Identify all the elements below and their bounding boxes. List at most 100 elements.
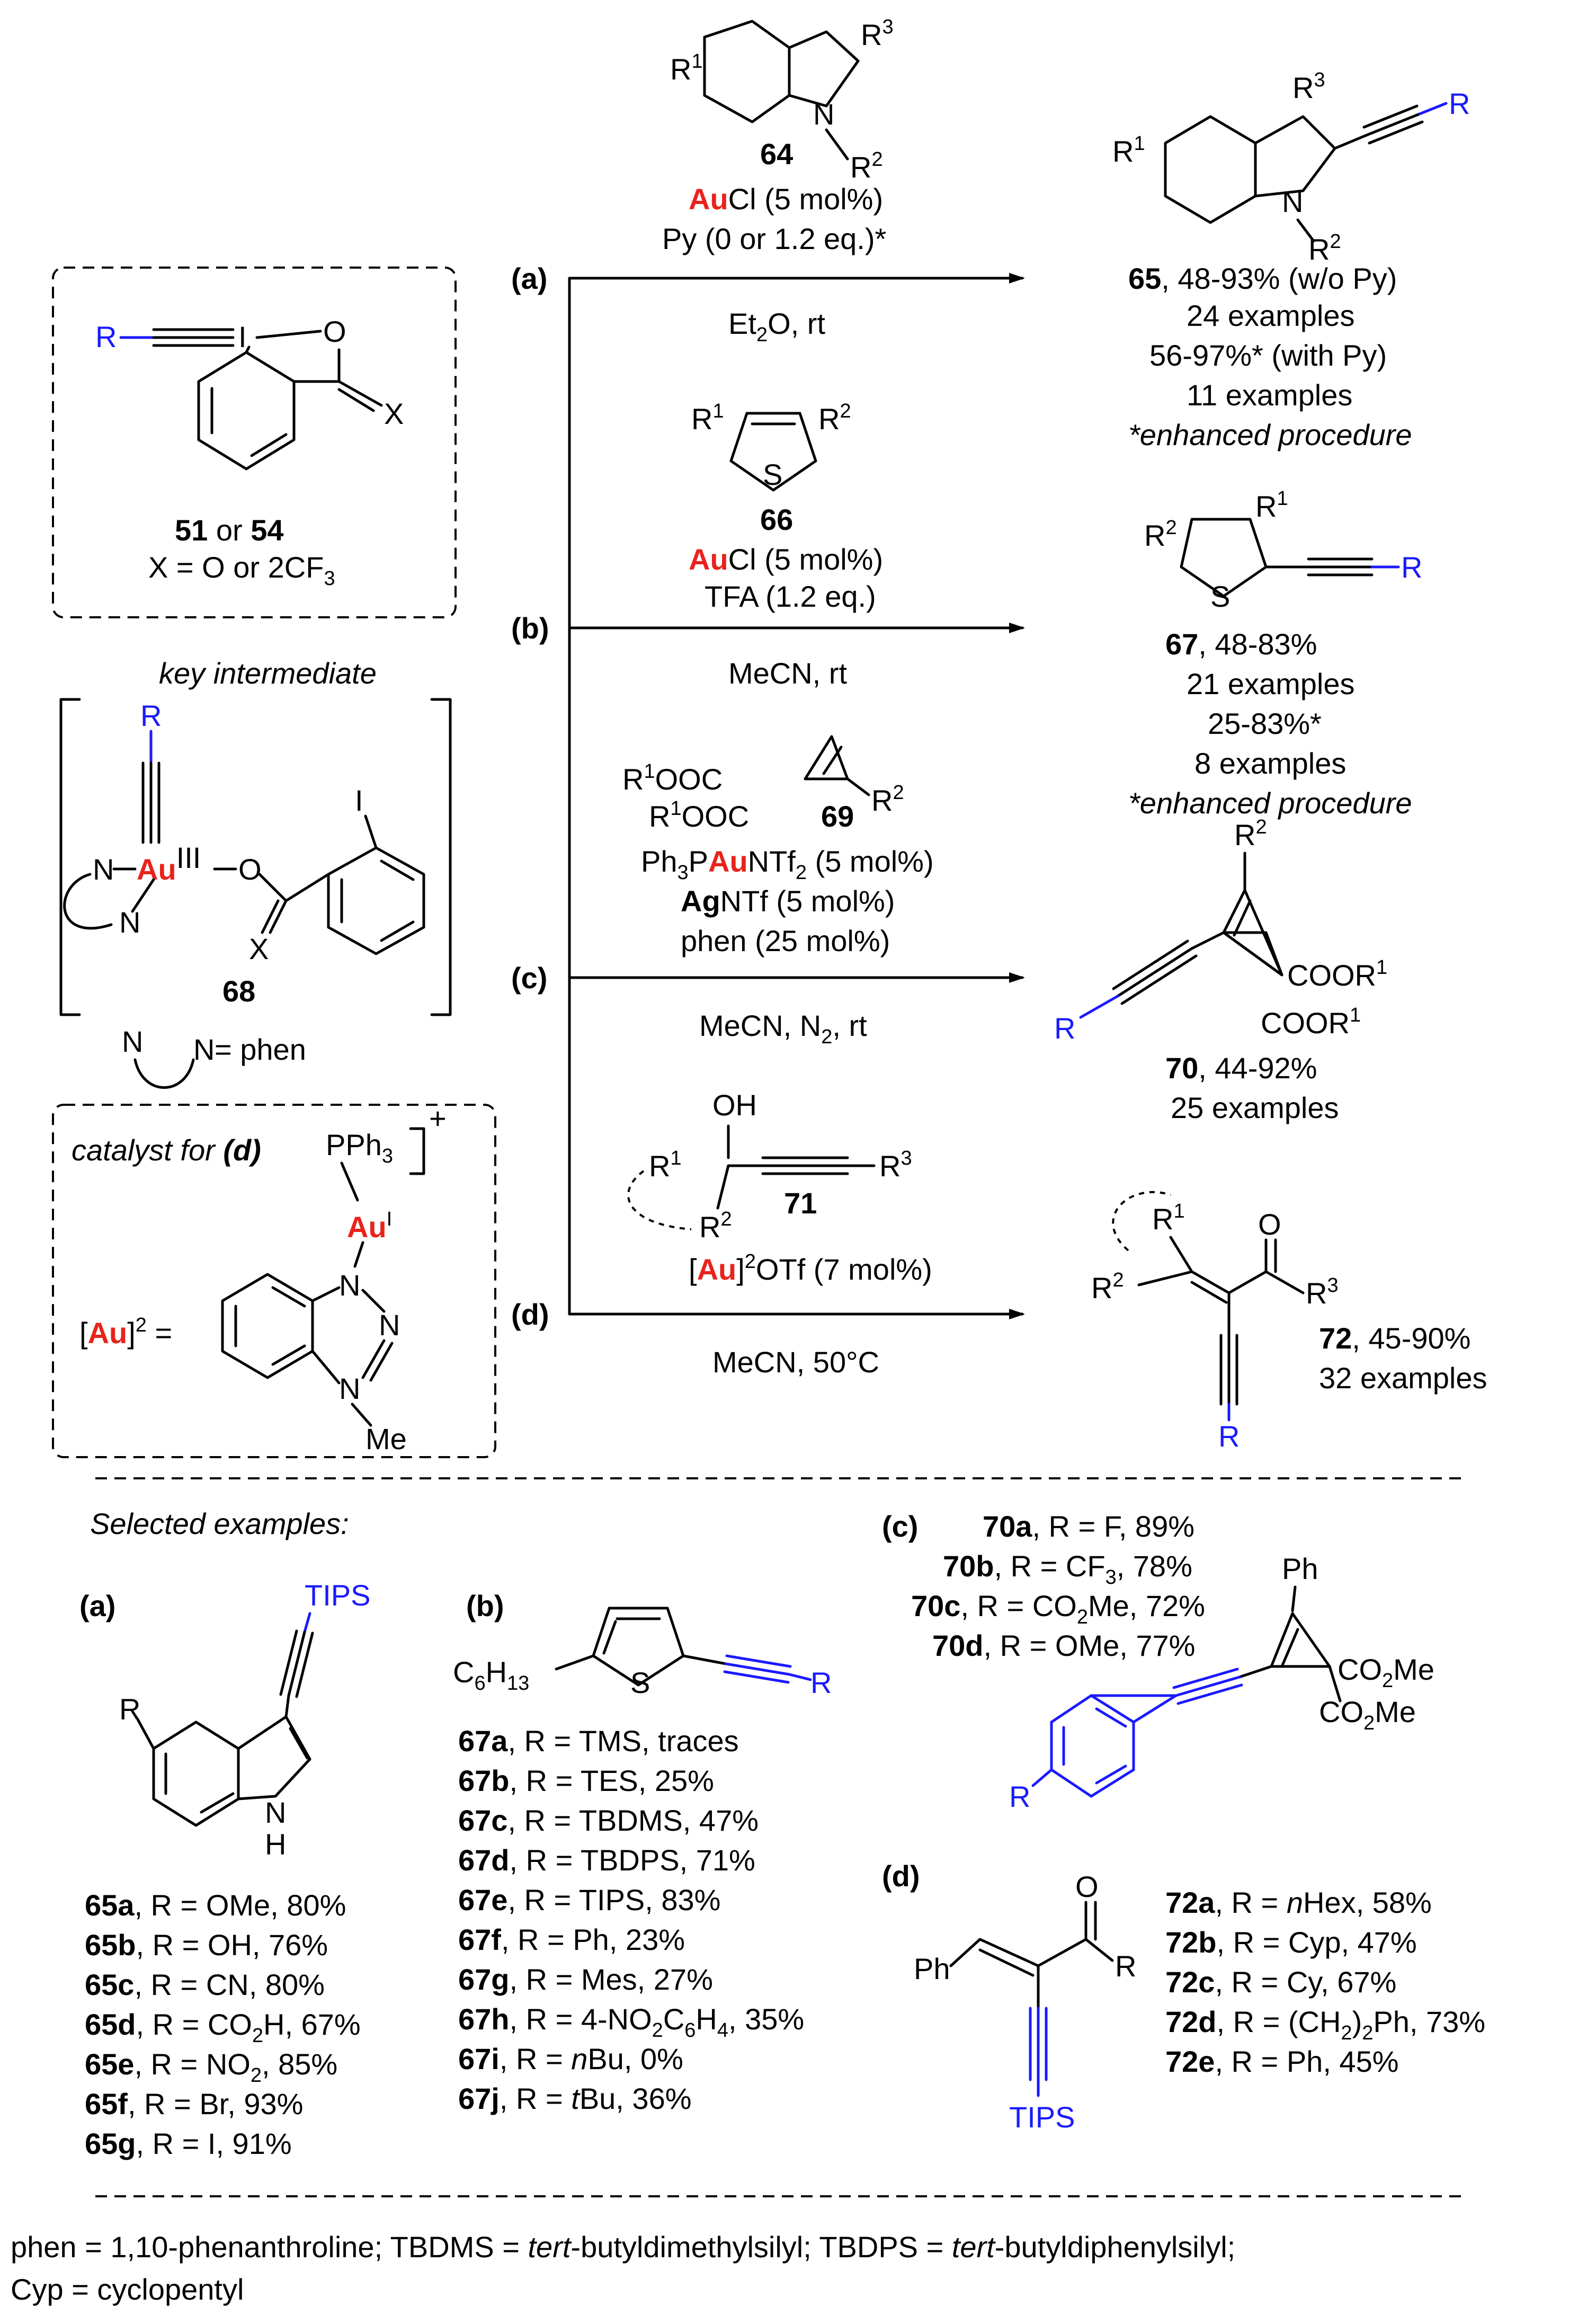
svg-text:N: N [265, 1796, 286, 1829]
svg-text:R1: R1 [691, 400, 724, 436]
intermediate-triple-bond [141, 761, 161, 844]
product-70-examples: 25 examples [1171, 1091, 1339, 1124]
svg-text:R2: R2 [1234, 816, 1267, 851]
substrate-71-label: 71 [784, 1186, 817, 1220]
svg-text:TIPS: TIPS [1009, 2100, 1075, 2134]
selected-d: (d) Ph O R TIPS 72a, R = nHex, 58% 72b, … [882, 1859, 1485, 2134]
svg-text:O: O [1258, 1208, 1281, 1241]
svg-text:H: H [265, 1828, 286, 1861]
indole-R3: R3 [861, 16, 894, 51]
enone-72-structure: Ph O R TIPS [914, 1870, 1136, 2134]
product-65-structure: R1 R3 N R2 R [1112, 69, 1470, 266]
intermediate-R: R [140, 699, 162, 732]
product-70-structure: R2 COOR1 COOR1 R [1054, 816, 1387, 1045]
svg-text:CO2Me: CO2Me [1319, 1695, 1416, 1734]
reaction-b: (b) R1 R2 S 66 AuCl (5 mol%) TFA (1.2 eq… [511, 400, 1422, 820]
list-item: 65b, R = OH, 76% [85, 1928, 328, 1962]
svg-text:R2: R2 [1308, 230, 1341, 266]
reaction-b-tag: (b) [511, 611, 549, 645]
selected-b: (b) S C6H13 R 67a, R = TMS, traces 67b, … [453, 1589, 832, 2115]
list-item: 65a, R = OMe, 80% [85, 1888, 346, 1922]
reaction-c: (c) R2 R1OOC R1OOC 69 Ph3PAuNTf2 (5 mol%… [511, 735, 1387, 1124]
reaction-c-catalyst3: phen (25 mol%) [681, 924, 890, 957]
intermediate-N-bottom: N [119, 906, 140, 939]
substrate-66-label: 66 [760, 503, 793, 536]
arrow-d [568, 1309, 1025, 1319]
reaction-a: (a) R1 R3 N R2 64 AuCl (5 mol%) Py (0 or… [511, 16, 1470, 451]
reaction-c-catalyst2: AgNTf (5 mol%) [681, 884, 895, 918]
svg-text:R2: R2 [1091, 1269, 1124, 1305]
svg-text:R3: R3 [879, 1147, 912, 1183]
reaction-a-solvent: Et2O, rt [728, 307, 825, 346]
reaction-b-catalyst: AuCl (5 mol%) [689, 543, 883, 576]
svg-text:R: R [810, 1666, 832, 1699]
alkyne-R-label: R [95, 320, 117, 353]
catalyst-title: catalyst for (d) [72, 1133, 261, 1167]
svg-text:S: S [630, 1666, 650, 1699]
thiophene-67-structure: S C6H13 R [453, 1607, 832, 1699]
arrow-b [568, 623, 1025, 633]
list-item: 67c, R = TBDMS, 47% [458, 1804, 759, 1837]
list-item: 65g, R = I, 91% [85, 2127, 292, 2160]
phen-arc [63, 873, 113, 930]
svg-text:S: S [1210, 580, 1230, 613]
list-item: 67j, R = tBu, 36% [458, 2082, 692, 2115]
list-72: 72a, R = nHex, 58% 72b, R = Cyp, 47% 72c… [1165, 1886, 1485, 2078]
svg-text:R3: R3 [1292, 69, 1325, 104]
product-65-examples2: 11 examples [1187, 378, 1352, 412]
oxygen-label: O [323, 315, 346, 348]
substrate-64-label: 64 [760, 137, 793, 171]
reagent-condition: X = O or 2CF3 [148, 551, 335, 590]
arrow-a [568, 273, 1025, 283]
svg-text:R1: R1 [649, 1147, 682, 1183]
catalyst-Au: AuI [347, 1208, 392, 1244]
list-item: 72e, R = Ph, 45% [1165, 2045, 1399, 2078]
i-o-bond [255, 330, 322, 339]
reaction-a-tag: (a) [511, 262, 547, 295]
svg-text:TIPS: TIPS [305, 1578, 370, 1612]
list-70: 70a, R = F, 89% 70b, R = CF3, 78% 70c, R… [911, 1510, 1205, 1662]
indole-N: N [813, 97, 834, 131]
reagent-51-54: R I O X 51 or 54 X = O or 2CF3 [52, 267, 457, 618]
selected-title: Selected examples: [90, 1507, 349, 1540]
reagent-numbers: 51 or 54 [175, 513, 284, 547]
thiophene-66: R1 R2 S [691, 400, 851, 492]
benzotriazole-N3: N [339, 1372, 360, 1405]
indole-R1: R1 [670, 50, 703, 86]
intermediate-X: X [249, 932, 269, 965]
reaction-d-tag: (d) [511, 1298, 549, 1331]
svg-text:R1: R1 [1112, 132, 1145, 168]
product-65-yield: 65, 48-93% (w/o Py) [1128, 262, 1397, 295]
list-item: 67h, R = 4-NO2C6H4, 35% [458, 2002, 804, 2042]
svg-text:N: N [122, 1025, 143, 1058]
svg-text:C6H13: C6H13 [453, 1655, 529, 1695]
svg-text:(c): (c) [882, 1510, 918, 1543]
product-65-note: *enhanced procedure [1128, 418, 1412, 451]
reaction-d: (d) OH R1 R3 R2 71 [Au]2OTf (7 mol%) MeC… [511, 1088, 1487, 1453]
product-67-note: *enhanced procedure [1128, 786, 1412, 820]
svg-text:R1: R1 [1255, 487, 1288, 523]
svg-text:O: O [1075, 1870, 1099, 1903]
substrate-69-label: 69 [821, 800, 854, 833]
product-70-yield: 70, 44-92% [1165, 1051, 1317, 1085]
cyclopropene-70-structure: Ph CO2Me CO2Me R [1009, 1552, 1434, 1813]
x-group-label: X [384, 397, 404, 430]
iodine-label: I [238, 320, 247, 353]
svg-text:N: N [1282, 185, 1303, 218]
catalyst-me: Me [365, 1422, 407, 1456]
svg-text:Ph: Ph [1282, 1552, 1318, 1585]
list-item: 67e, R = TIPS, 83% [458, 1883, 720, 1917]
svg-text:R2: R2 [1144, 517, 1177, 552]
product-67-yield: 67, 48-83% [1165, 627, 1317, 661]
triple-bond [152, 328, 235, 347]
svg-text:R: R [1054, 1012, 1075, 1045]
intermediate-Au: AuIII [137, 841, 201, 886]
list-item: 70d, R = OMe, 77% [932, 1629, 1195, 1662]
reaction-a-additive: Py (0 or 1.2 eq.)* [662, 222, 886, 255]
propargyl-alcohol-71: OH R1 R3 R2 [627, 1088, 912, 1244]
phen-legend: N N = phen [122, 1025, 306, 1089]
list-item: 65f, R = Br, 93% [85, 2087, 303, 2121]
intermediate-I: I [355, 784, 363, 817]
product-72-examples: 32 examples [1319, 1361, 1487, 1395]
